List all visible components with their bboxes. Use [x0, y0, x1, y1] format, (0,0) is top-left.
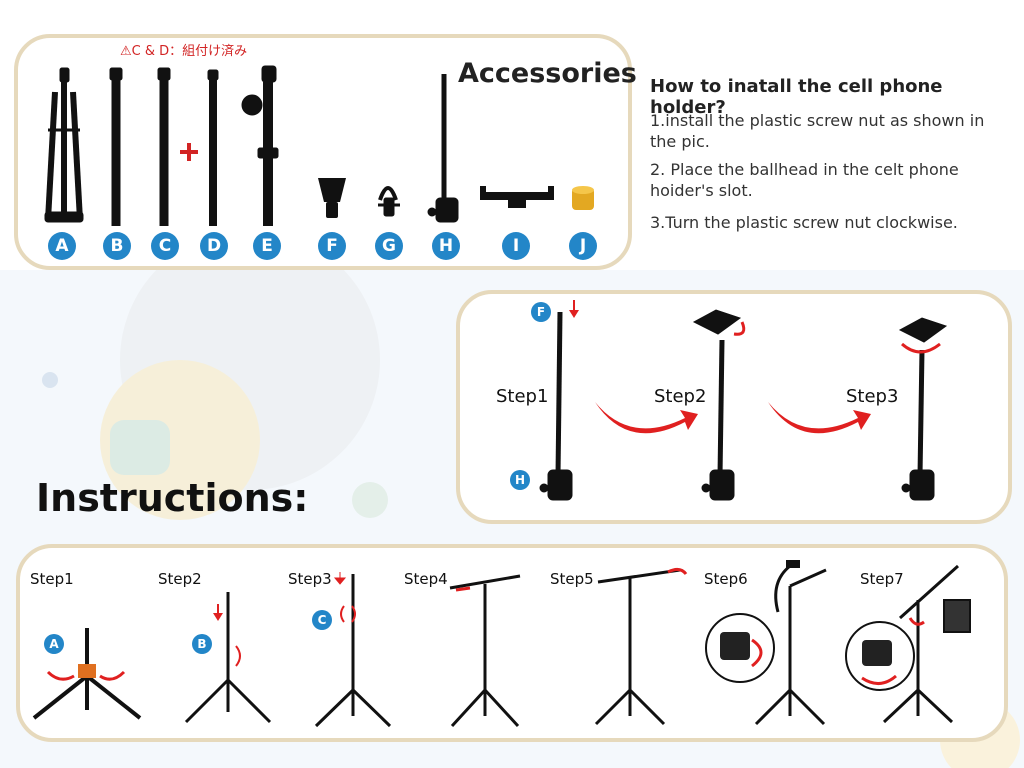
holder-step3-image: [898, 317, 948, 501]
holder-step2-label: Step2: [654, 386, 707, 407]
instr-step2-label: Step2: [158, 570, 202, 588]
badge-i: I: [502, 232, 530, 260]
rotate-arrow-icon: [901, 342, 941, 354]
gooseneck-h-image: [427, 74, 459, 223]
rotate-arrow-icon: [235, 645, 241, 667]
accessories-title: Accessories: [458, 58, 637, 89]
screw-adapter-j-image: [572, 186, 594, 210]
tripod-base-image: [44, 67, 84, 223]
right-arrow-icon: [455, 586, 471, 592]
extension-pole-b-image: [109, 67, 123, 226]
rotate-arrow-icon: [733, 321, 746, 336]
tablet-holder-i-image: [480, 186, 554, 208]
boom-arm-e-image: [241, 65, 279, 226]
instructions-title: Instructions:: [36, 476, 309, 520]
holder-step1-image: [539, 311, 573, 501]
instr-step6-image: [705, 560, 827, 726]
badge-h: H: [432, 232, 460, 260]
badge-c: C: [151, 232, 179, 260]
instr-badge-c: C: [312, 610, 332, 630]
curved-arrow-icon: [768, 402, 871, 434]
instr-step3-label: Step3: [288, 570, 332, 588]
extension-pole-d-image: [207, 69, 219, 226]
mic-clip-f-image: [318, 178, 346, 218]
howto-step-3: 3.Turn the plastic screw nut clockwise.: [650, 213, 958, 232]
holder-step1-label: Step1: [496, 386, 549, 407]
instr-step3-image: [314, 574, 392, 728]
badge-b: B: [103, 232, 131, 260]
instr-step4-image: [449, 574, 521, 728]
holder-badge-h: H: [510, 470, 530, 490]
plus-icon: [180, 143, 198, 161]
down-arrow-icon: [333, 572, 347, 585]
down-arrow-head-icon: [569, 310, 579, 318]
instr-step7-label: Step7: [860, 570, 904, 588]
rotate-arrow-icon: [861, 674, 897, 685]
badge-e: E: [253, 232, 281, 260]
badge-j: J: [569, 232, 597, 260]
instr-step6-label: Step6: [704, 570, 748, 588]
instr-badge-b: B: [192, 634, 212, 654]
howto-step-1: 1.install the plastic screw nut as shown…: [650, 111, 985, 151]
howto-step-2: 2. Place the ballhead in the celt phone …: [650, 160, 959, 200]
instr-step2-image: [184, 592, 272, 724]
rotate-arrow-icon: [46, 670, 75, 681]
instr-step1-label: Step1: [30, 570, 74, 588]
instr-step4-label: Step4: [404, 570, 448, 588]
rotate-arrow-icon: [340, 605, 345, 623]
badge-g: G: [375, 232, 403, 260]
assembly-note: ⚠C & D：組付け済み: [120, 44, 248, 59]
instr-badge-a: A: [44, 634, 64, 654]
extension-pole-c-image: [157, 67, 171, 226]
holder-step3-label: Step3: [846, 386, 899, 407]
badge-f: F: [318, 232, 346, 260]
rotate-arrow-icon: [99, 670, 126, 681]
instr-step7-image: [845, 564, 971, 724]
curved-arrow-icon: [595, 402, 698, 434]
badge-d: D: [200, 232, 228, 260]
holder-badge-f: F: [531, 302, 551, 322]
howto-title: How to inatall the cell phone holder?: [650, 76, 943, 118]
instr-step5-image: [594, 568, 681, 726]
rotate-arrow-icon: [751, 638, 763, 668]
instr-step5-label: Step5: [550, 570, 594, 588]
phone-clip-g-image: [378, 186, 400, 217]
instr-step1-image: [32, 628, 142, 720]
badge-a: A: [48, 232, 76, 260]
rotate-arrow-icon: [667, 567, 688, 575]
holder-step2-image: [692, 309, 742, 501]
